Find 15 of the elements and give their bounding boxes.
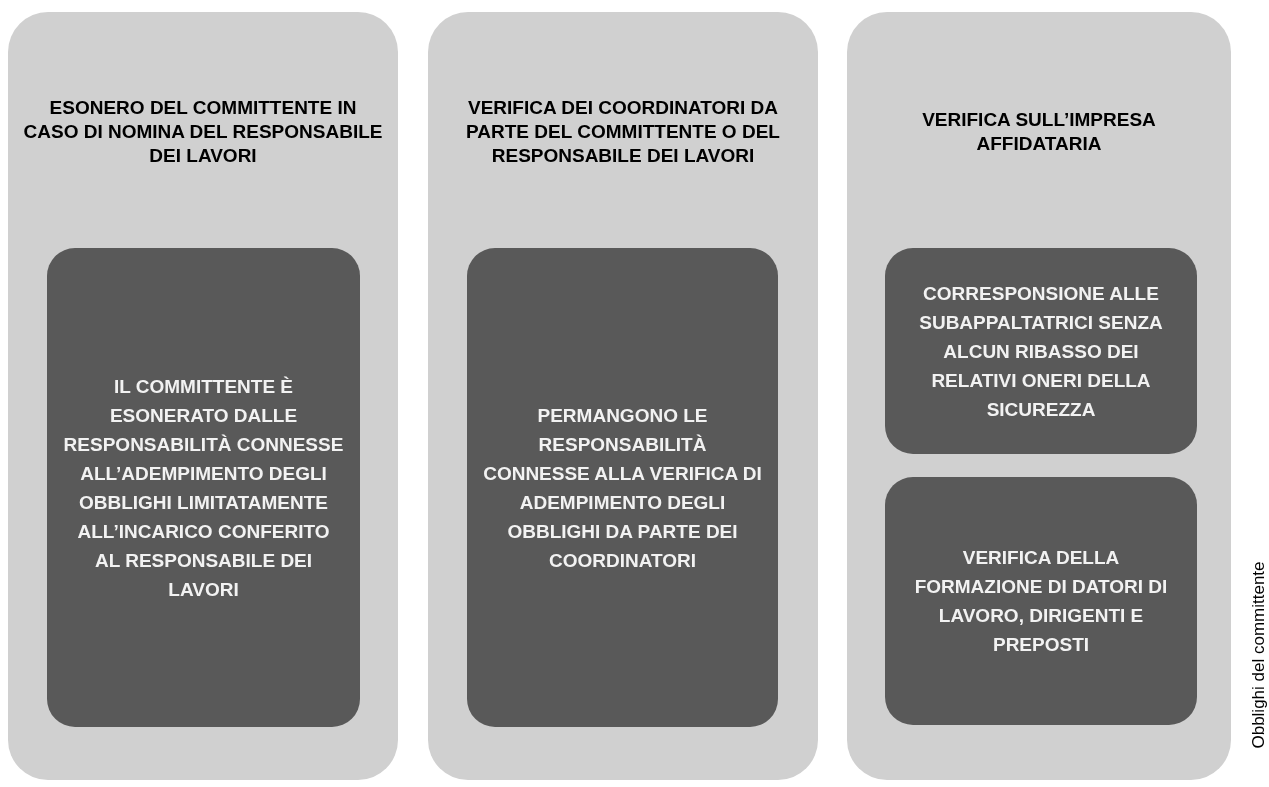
column-panel [428, 12, 818, 780]
column-panel [8, 12, 398, 780]
content-box [47, 248, 360, 727]
box-text: PERMANGONO LE RESPONSABILITÀ CONNESSE ALLA VERIFICA DI ADEMPIMENTO DEGLI OBBLIGHI DA PARTE DEI COORDINATORI [483, 403, 762, 573]
panel-heading: VERIFICA SULL’IMPRESA AFFIDATARIA [921, 108, 1157, 156]
content-box [885, 248, 1197, 454]
box-text: VERIFICA DELLA FORMAZIONE DI DATORI DI LAVORO, DIRIGENTI E PREPOSTI [913, 546, 1169, 657]
box-text: IL COMMITTENTE È ESONERATO DALLE RESPONSABILITÀ CONNESSE ALL’ADEMPIMENTO DEGLI OBBLIGHI LIMITATAMENTE ALL’INCARICO CONFERITO AL RESPONSABILE DEI LAVORI [63, 374, 344, 602]
content-box [885, 477, 1197, 725]
content-box [467, 248, 778, 727]
column-panel [847, 12, 1231, 780]
panel-heading: VERIFICA DEI COORDINATORI DA PARTE DEL COMMITTENTE O DEL RESPONSABILE DEI LAVORI [465, 96, 781, 168]
side-caption: Obblighi del committente [1249, 561, 1269, 749]
panel-heading: ESONERO DEL COMMITTENTE IN CASO DI NOMINA DEL RESPONSABILE DEI LAVORI [22, 96, 384, 168]
box-text: CORRESPONSIONE ALLE SUBAPPALTATRICI SENZA ALCUN RIBASSO DEI RELATIVI ONERI DELLA SICUREZZA [918, 281, 1164, 422]
